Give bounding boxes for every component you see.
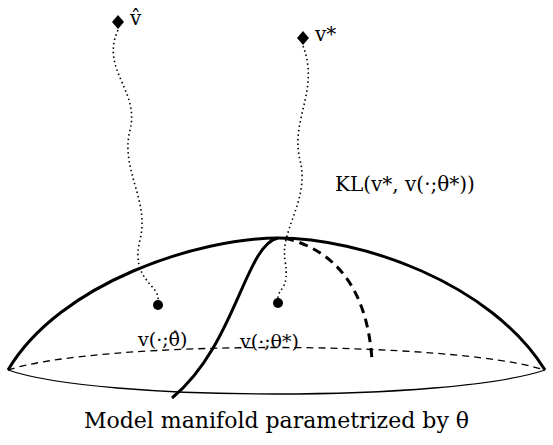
projection-path (113, 30, 158, 300)
truth-label: v* (315, 22, 336, 46)
meridian-line (172, 238, 278, 398)
base-front-edge (8, 370, 545, 394)
model-point (273, 298, 283, 308)
estimate-label: v̂ (130, 6, 141, 30)
model-point-label: v(·;θ*) (240, 330, 299, 353)
data-point-marker (112, 15, 124, 29)
manifold-outline (8, 238, 545, 370)
data-point-marker (297, 31, 309, 45)
divergence-label: KL(v*, v(·;θ*)) (333, 172, 477, 196)
figure-caption: Model manifold parametrized by θ (84, 408, 469, 434)
model-point (153, 300, 163, 310)
model-point-label: v(·;θ̂) (138, 328, 187, 351)
projection-path (278, 46, 308, 298)
